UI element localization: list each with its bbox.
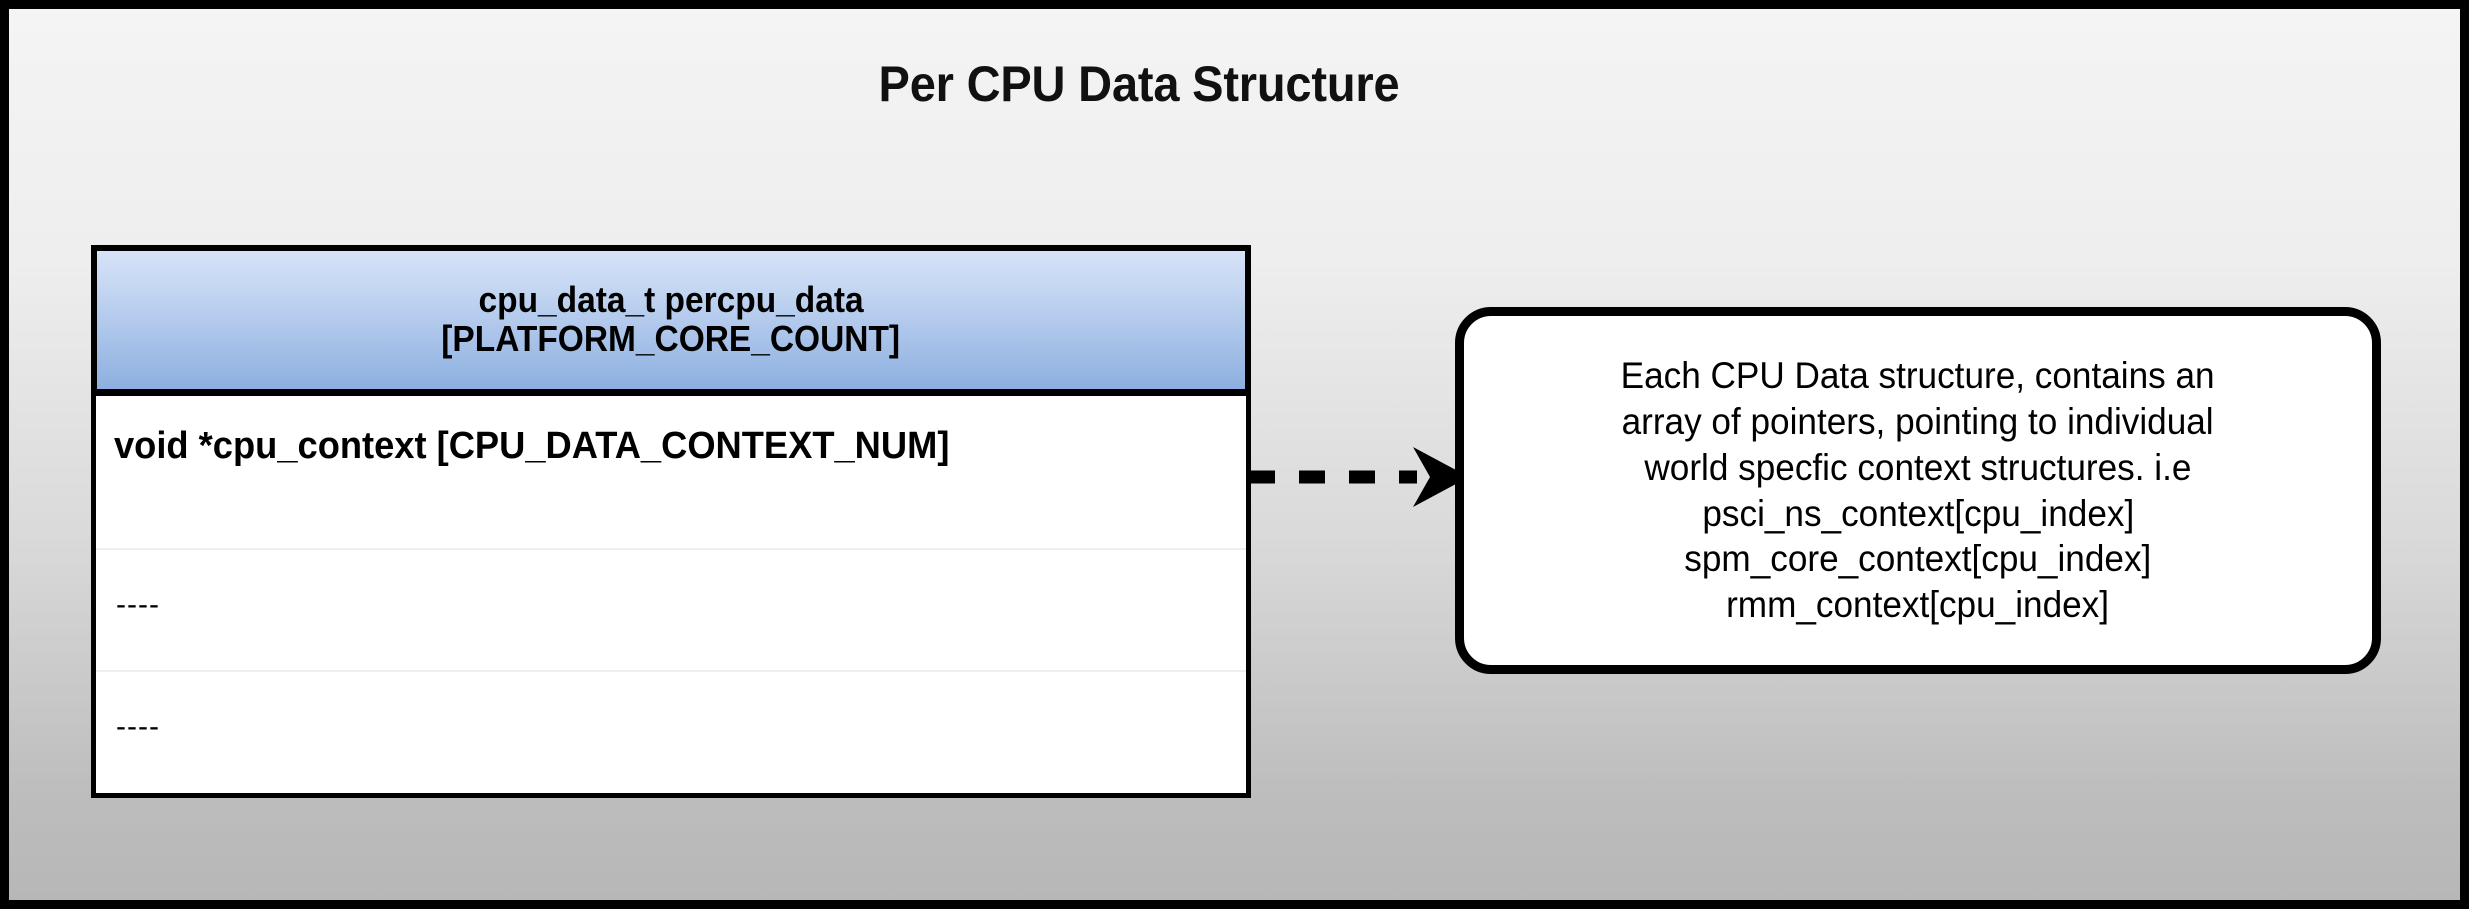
callout-line: world specfic context structures. i.e: [1644, 446, 2192, 488]
page-title: Per CPU Data Structure: [878, 56, 1400, 112]
callout-line: spm_core_context[cpu_index]: [1684, 538, 2152, 580]
struct-header-line-2: [PLATFORM_CORE_COUNT]: [441, 318, 901, 359]
struct-header-line-1: cpu_data_t percpu_data: [478, 279, 864, 321]
callout-line: psci_ns_context[cpu_index]: [1702, 492, 2134, 534]
table-row: void *cpu_context [CPU_DATA_CONTEXT_NUM]: [96, 396, 1246, 548]
struct-header: cpu_data_t percpu_data [PLATFORM_CORE_CO…: [91, 245, 1251, 395]
table-row: ----: [96, 670, 1246, 792]
struct-field-placeholder-2: ----: [116, 710, 160, 743]
struct-body: void *cpu_context [CPU_DATA_CONTEXT_NUM]…: [91, 391, 1251, 798]
connector-arrow: [1247, 439, 1472, 515]
callout-box: Each CPU Data structure, contains an arr…: [1455, 307, 2381, 674]
percpu-data-struct-table: cpu_data_t percpu_data [PLATFORM_CORE_CO…: [91, 245, 1251, 798]
struct-field-placeholder-1: ----: [116, 588, 160, 621]
callout-line: array of pointers, pointing to individua…: [1621, 400, 2215, 442]
callout-line: rmm_context[cpu_index]: [1726, 584, 2110, 626]
struct-field-cpu-context: void *cpu_context [CPU_DATA_CONTEXT_NUM]: [114, 425, 950, 467]
table-row: ----: [96, 548, 1246, 670]
dashed-arrow-right-icon: [1249, 447, 1469, 507]
callout-line: Each CPU Data structure, contains an: [1621, 354, 2215, 396]
